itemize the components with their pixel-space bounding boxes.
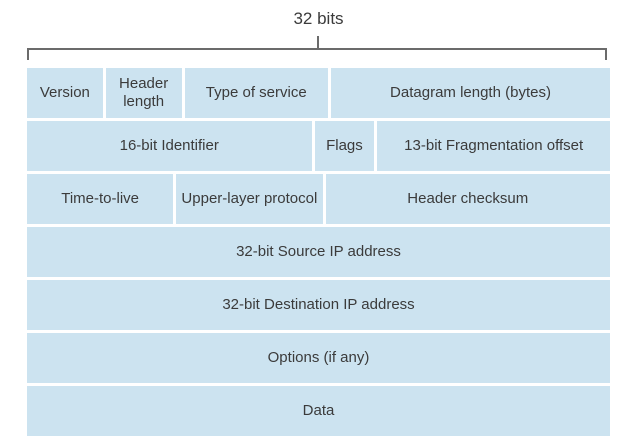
- field-options: Options (if any): [27, 333, 610, 383]
- field-type-of-service: Type of service: [184, 68, 328, 118]
- field-header-length: Header length: [105, 68, 182, 118]
- field-version: Version: [27, 68, 103, 118]
- field-source-ip-address: 32-bit Source IP address: [27, 227, 610, 277]
- field-flags: Flags: [314, 121, 375, 171]
- field-identifier: 16-bit Identifier: [27, 121, 312, 171]
- field-data: Data: [27, 386, 610, 436]
- field-destination-ip-address: 32-bit Destination IP address: [27, 280, 610, 330]
- table-row: Data: [27, 386, 610, 436]
- field-upper-layer-protocol: Upper-layer protocol: [176, 174, 323, 224]
- table-row: 32-bit Destination IP address: [27, 280, 610, 330]
- field-header-checksum: Header checksum: [325, 174, 610, 224]
- table-row: Options (if any): [27, 333, 610, 383]
- width-bracket: [27, 48, 607, 60]
- field-datagram-length: Datagram length (bytes): [331, 68, 610, 118]
- field-fragmentation-offset: 13-bit Fragmentation offset: [377, 121, 610, 171]
- bits-width-label: 32 bits: [293, 9, 344, 28]
- field-time-to-live: Time-to-live: [27, 174, 174, 224]
- center-tick-line: [317, 36, 319, 48]
- table-row: 32-bit Source IP address: [27, 227, 610, 277]
